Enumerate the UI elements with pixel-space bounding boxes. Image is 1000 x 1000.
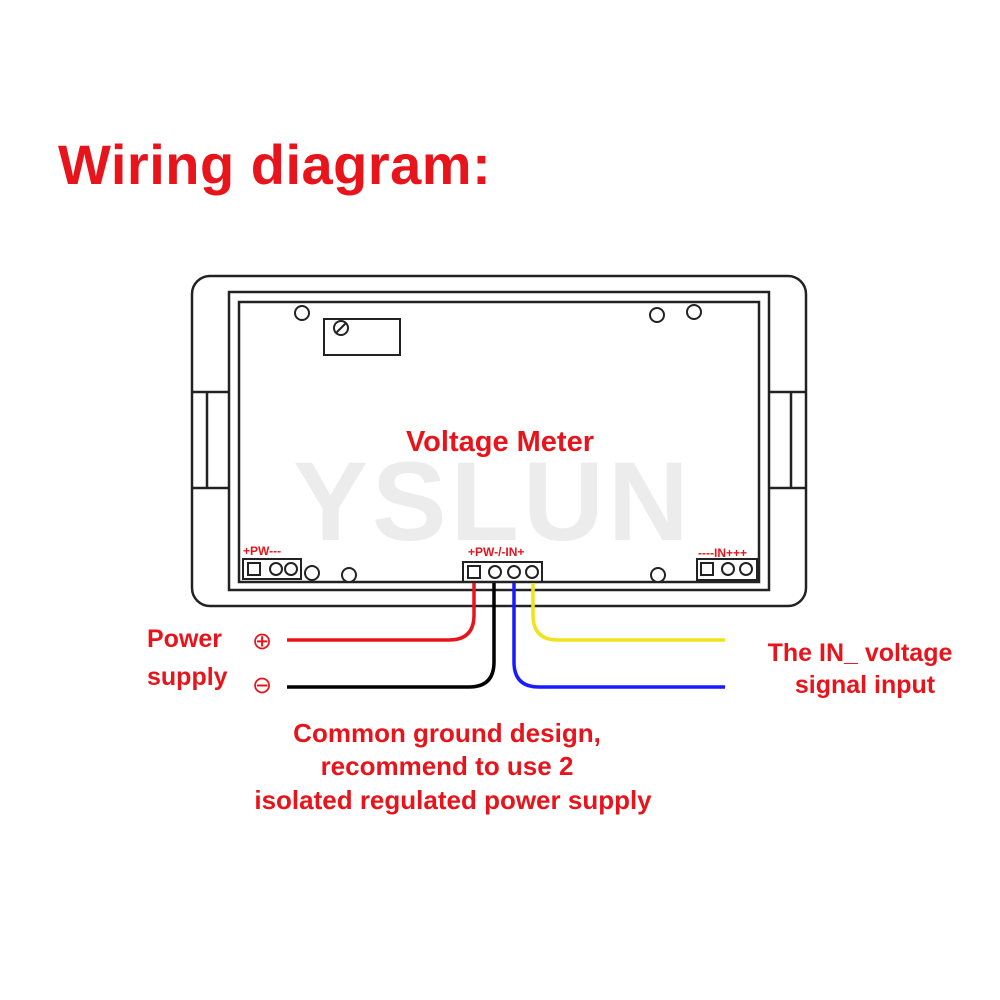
mounting-holes	[294, 304, 702, 583]
wires	[287, 583, 725, 689]
potentiometer	[323, 318, 401, 356]
signal-input-label-line1: The IN_ voltage	[768, 639, 953, 667]
hole	[341, 567, 357, 583]
watermark: YSLUN	[293, 439, 693, 564]
right-connector	[696, 558, 758, 581]
left-connector	[242, 558, 302, 580]
hole	[294, 305, 310, 321]
power-supply-label-line1: Power	[147, 625, 222, 653]
note-line2: recommend to use 2	[321, 751, 574, 781]
note-line1: Common ground design,	[293, 718, 601, 748]
plus-icon: ⊕	[252, 627, 272, 655]
minus-icon: ⊖	[252, 671, 272, 699]
device-label: Voltage Meter	[406, 426, 594, 458]
left-clip	[192, 390, 229, 490]
wire-blue	[512, 583, 725, 689]
right-connector-label: ----IN+++	[698, 546, 747, 560]
hole	[650, 567, 666, 583]
diagram-title: Wiring diagram:	[58, 133, 492, 196]
hole	[649, 307, 665, 323]
wire-black	[287, 583, 496, 689]
adjust-screw-icon	[333, 320, 349, 336]
wire-yellow	[531, 583, 725, 642]
note-line3: isolated regulated power supply	[254, 785, 652, 815]
center-connector-label: +PW-/-IN+	[468, 545, 524, 559]
hole	[304, 565, 320, 581]
signal-input-label-line2: signal input	[795, 671, 936, 699]
outer-frame	[190, 274, 808, 608]
inner-frame	[227, 290, 771, 592]
center-connector	[462, 561, 543, 583]
wire-red	[287, 583, 476, 642]
power-supply-label-line2: supply	[147, 663, 228, 691]
hole	[686, 304, 702, 320]
left-connector-label: +PW---	[243, 544, 281, 558]
right-clip	[769, 390, 806, 490]
